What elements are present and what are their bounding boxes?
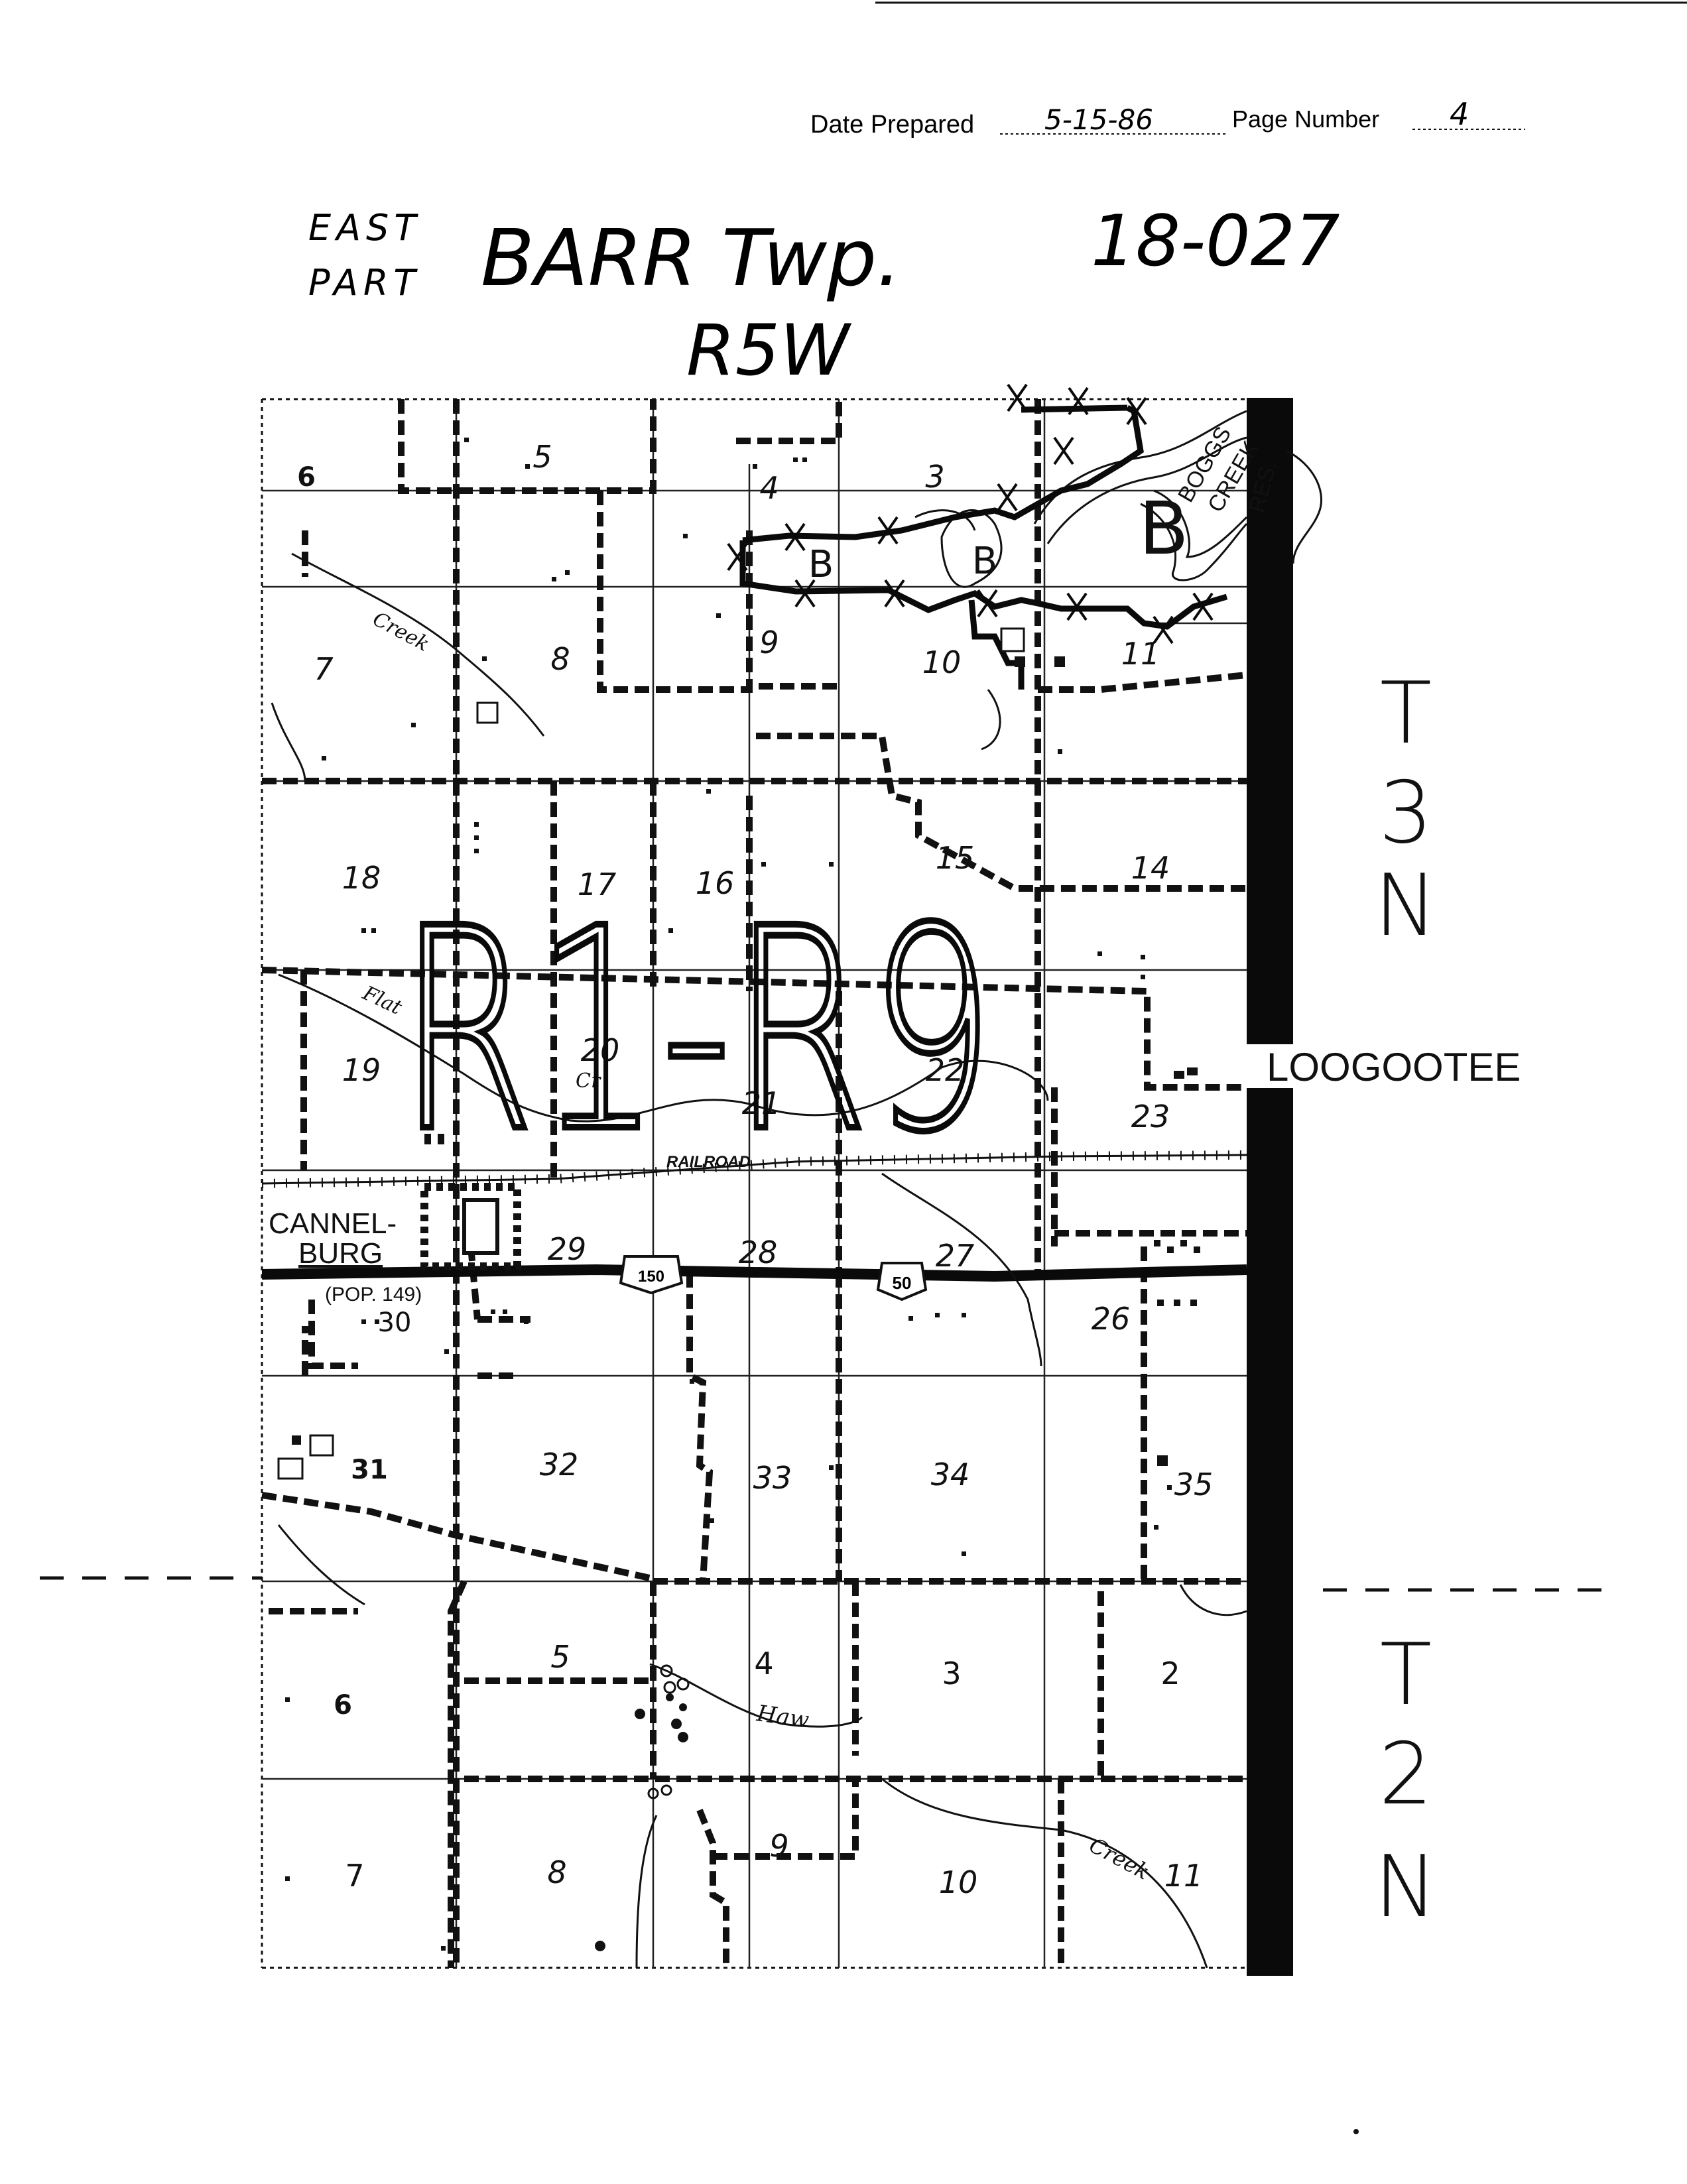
b-mark-1: B — [808, 543, 834, 586]
section-7-north: 7 — [314, 651, 333, 687]
cannelburg-label-1: CANNEL- — [269, 1207, 397, 1240]
map-symbols — [277, 627, 1025, 1480]
section-3-south: 3 — [942, 1656, 961, 1691]
page-label: Page Number — [1232, 105, 1379, 133]
title-block: EAST PART BARR Twp. 18-027 R5W — [308, 200, 1340, 391]
section-numbers-north: 6 5 4 3 7 8 9 10 11 18 17 16 15 14 19 20… — [297, 439, 1213, 1502]
section-30-north: 30 — [378, 1307, 412, 1338]
section-28-north: 28 — [739, 1235, 778, 1270]
date-label: Date Prepared — [810, 111, 974, 139]
township-line — [40, 1576, 1618, 1592]
section-14-north: 14 — [1131, 850, 1170, 886]
route-shield-50: 50 — [876, 1262, 928, 1302]
section-10-south: 10 — [939, 1864, 978, 1900]
section-34-north: 34 — [931, 1457, 970, 1492]
place-labels: LOOGOOTEE CANNEL- BURG (POP. 149) — [265, 1045, 1552, 1305]
t3n-3: 3 — [1379, 764, 1432, 863]
section-9-north: 9 — [759, 625, 779, 660]
cannelburg-label-2: BURG — [298, 1237, 383, 1270]
reservoir — [914, 410, 1323, 588]
county-boundary — [1247, 398, 1293, 1976]
section-2-south: 2 — [1160, 1656, 1180, 1691]
section-5-south: 5 — [550, 1639, 570, 1675]
route-150-label: 150 — [638, 1268, 664, 1286]
section-18-north: 18 — [342, 860, 381, 896]
loogootee-label: LOOGOOTEE — [1267, 1045, 1521, 1089]
us-highway — [261, 1264, 1247, 1282]
title-township: BARR Twp. — [481, 212, 902, 304]
section-8-south: 8 — [547, 1854, 566, 1890]
section-9-south: 9 — [769, 1828, 788, 1864]
section-33-north: 33 — [753, 1460, 792, 1496]
section-20-north: 20 — [581, 1032, 620, 1068]
t3n-n: N — [1374, 857, 1438, 955]
section-10-north: 10 — [922, 644, 962, 680]
section-19-north: 19 — [342, 1052, 381, 1088]
t2n-2: 2 — [1379, 1725, 1432, 1824]
section-29-north: 29 — [548, 1231, 587, 1267]
section-31-north: 31 — [351, 1455, 388, 1485]
t2n-t: T — [1380, 1626, 1432, 1725]
page-value: 4 — [1450, 96, 1469, 132]
section-8-north: 8 — [550, 641, 570, 677]
section-4-north: 4 — [759, 470, 779, 506]
township-labels: T 3 N T 2 N — [1374, 664, 1438, 1937]
circle-markers — [647, 1664, 690, 1799]
section-17-north: 17 — [578, 867, 617, 902]
scan-dot — [1353, 2129, 1359, 2134]
section-32-north: 32 — [540, 1447, 579, 1483]
zoning-annotation: R1-R9 — [398, 869, 995, 1193]
header: Date Prepared 5-15-86 Page Number 4 — [810, 96, 1525, 139]
building-dots — [285, 438, 1200, 1951]
cannelburg-block — [420, 1183, 521, 1270]
section-27-north: 27 — [936, 1238, 975, 1274]
section-16-north: 16 — [696, 865, 735, 901]
route-50-label: 50 — [893, 1273, 912, 1293]
population-label: (POP. 149) — [325, 1284, 422, 1305]
section-7-south: 7 — [345, 1858, 364, 1894]
map-frame — [261, 398, 1247, 1969]
section-21-north: 21 — [742, 1085, 781, 1121]
creek-label-south: Creek — [1085, 1833, 1154, 1885]
section-numbers-south: 6 5 4 3 2 7 8 9 10 11 — [334, 1639, 1203, 1900]
haw-label: Haw — [755, 1700, 811, 1734]
title-range: R5W — [686, 310, 852, 391]
section-11-north: 11 — [1121, 636, 1160, 672]
b-marks: B B B — [808, 486, 1189, 586]
t3n-t: T — [1380, 664, 1432, 763]
section-6-north: 6 — [297, 462, 316, 493]
section-35-north: 35 — [1174, 1467, 1214, 1502]
section-22-north: 22 — [926, 1052, 965, 1088]
section-23-north: 23 — [1131, 1099, 1170, 1134]
title-part-1: EAST — [308, 207, 421, 249]
creeks — [271, 552, 1247, 1969]
creek-label-north: Creek — [369, 607, 433, 656]
section-6-south: 6 — [334, 1690, 352, 1721]
section-11-south: 11 — [1164, 1858, 1204, 1894]
route-shield-150: 150 — [619, 1255, 684, 1295]
railroad-line — [261, 1150, 1247, 1188]
cr-label: Cr — [576, 1069, 601, 1093]
roads — [261, 399, 1247, 1968]
b-mark-2: B — [972, 540, 997, 583]
title-code: 18-027 — [1091, 200, 1340, 282]
railroad-label: RAILROAD — [666, 1153, 751, 1171]
section-3-north: 3 — [925, 459, 944, 495]
section-4-south: 4 — [754, 1646, 773, 1681]
b-mark-3: B — [1139, 486, 1188, 571]
title-part-2: PART — [308, 262, 420, 304]
section-15-north: 15 — [936, 840, 975, 876]
section-5-north: 5 — [532, 439, 552, 475]
annotation-x-marks — [727, 383, 1214, 644]
t2n-n: N — [1374, 1838, 1438, 1937]
section-26-north: 26 — [1092, 1301, 1131, 1337]
date-value: 5-15-86 — [1044, 103, 1153, 136]
